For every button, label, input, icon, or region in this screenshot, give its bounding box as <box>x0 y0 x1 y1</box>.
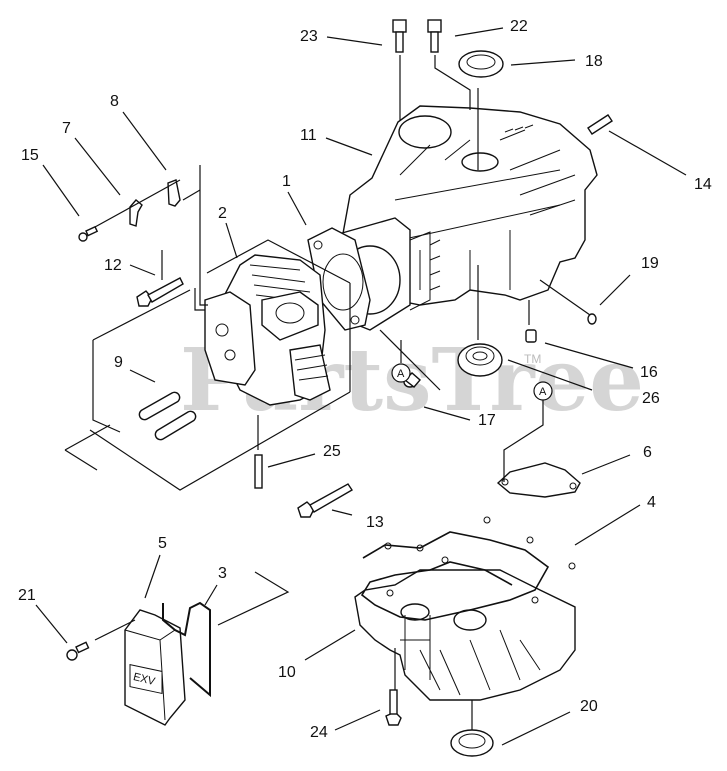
assembly-axis-lines <box>94 55 591 730</box>
part-oil-seal-top[interactable] <box>458 50 504 78</box>
part-stud-25[interactable] <box>254 454 263 489</box>
callout-17[interactable]: 17 <box>478 412 496 429</box>
part-cylinder-head[interactable] <box>204 254 331 406</box>
callout-8[interactable]: 8 <box>110 93 119 110</box>
callout-10[interactable]: 10 <box>278 664 296 681</box>
callout-16[interactable]: 16 <box>640 364 658 381</box>
part-clip-8[interactable] <box>167 179 181 207</box>
svg-text:A: A <box>539 386 547 398</box>
reference-marker-a-lower: A <box>503 381 553 482</box>
callout-2[interactable]: 2 <box>218 205 227 222</box>
callout-9[interactable]: 9 <box>114 354 123 371</box>
part-oil-seal-bottom[interactable] <box>450 729 494 757</box>
watermark-trademark: TM <box>524 352 541 366</box>
part-bolt-12[interactable] <box>136 277 184 307</box>
part-clip-7[interactable] <box>129 199 143 227</box>
callout-15[interactable]: 15 <box>21 147 39 164</box>
callout-13[interactable]: 13 <box>366 514 384 531</box>
callout-6[interactable]: 6 <box>643 444 652 461</box>
callout-25[interactable]: 25 <box>323 443 341 460</box>
callout-3[interactable]: 3 <box>218 565 227 582</box>
callout-21[interactable]: 21 <box>18 587 36 604</box>
callout-22[interactable]: 22 <box>510 18 528 35</box>
callout-4[interactable]: 4 <box>647 494 656 511</box>
part-head-gasket[interactable] <box>307 227 371 331</box>
part-cover-plate[interactable] <box>496 462 581 498</box>
callout-labels: 1 2 3 4 5 6 7 8 9 10 11 12 13 14 15 16 1… <box>18 18 712 741</box>
part-bolt-22[interactable] <box>427 19 442 53</box>
callout-24[interactable]: 24 <box>310 724 328 741</box>
callout-5[interactable]: 5 <box>158 535 167 552</box>
reference-marker-a-upper: A <box>391 340 411 383</box>
leader-lines <box>35 27 687 746</box>
callout-1[interactable]: 1 <box>282 173 291 190</box>
part-oil-pan[interactable] <box>354 569 576 701</box>
callout-11[interactable]: 11 <box>300 127 317 144</box>
callout-26[interactable]: 26 <box>642 390 660 407</box>
part-bolt-21[interactable] <box>66 641 90 661</box>
part-bolt-23[interactable] <box>392 19 407 53</box>
callout-14[interactable]: 14 <box>694 176 712 193</box>
cover-logo: EXV <box>132 671 157 688</box>
part-valve-cover[interactable]: EXV <box>124 609 186 726</box>
part-dowel-16[interactable] <box>525 329 537 343</box>
part-plug-19[interactable] <box>587 313 597 325</box>
part-bolt-24[interactable] <box>385 689 402 726</box>
svg-text:A: A <box>397 368 405 380</box>
callout-18[interactable]: 18 <box>585 53 603 70</box>
part-dowel-pins-9[interactable] <box>138 391 197 441</box>
part-valve-cover-gasket[interactable] <box>162 601 211 698</box>
callout-7[interactable]: 7 <box>62 120 71 137</box>
assembly-frame-lines <box>64 165 351 626</box>
part-bolt-15[interactable] <box>78 225 99 242</box>
part-bolt-13[interactable] <box>297 483 353 518</box>
part-oil-pan-gasket[interactable] <box>360 516 576 621</box>
callout-19[interactable]: 19 <box>641 255 659 272</box>
callout-23[interactable]: 23 <box>300 28 318 45</box>
callout-20[interactable]: 20 <box>580 698 598 715</box>
part-stud-14[interactable] <box>587 114 613 135</box>
part-ball-bearing[interactable] <box>457 343 503 377</box>
callout-12[interactable]: 12 <box>104 257 122 274</box>
